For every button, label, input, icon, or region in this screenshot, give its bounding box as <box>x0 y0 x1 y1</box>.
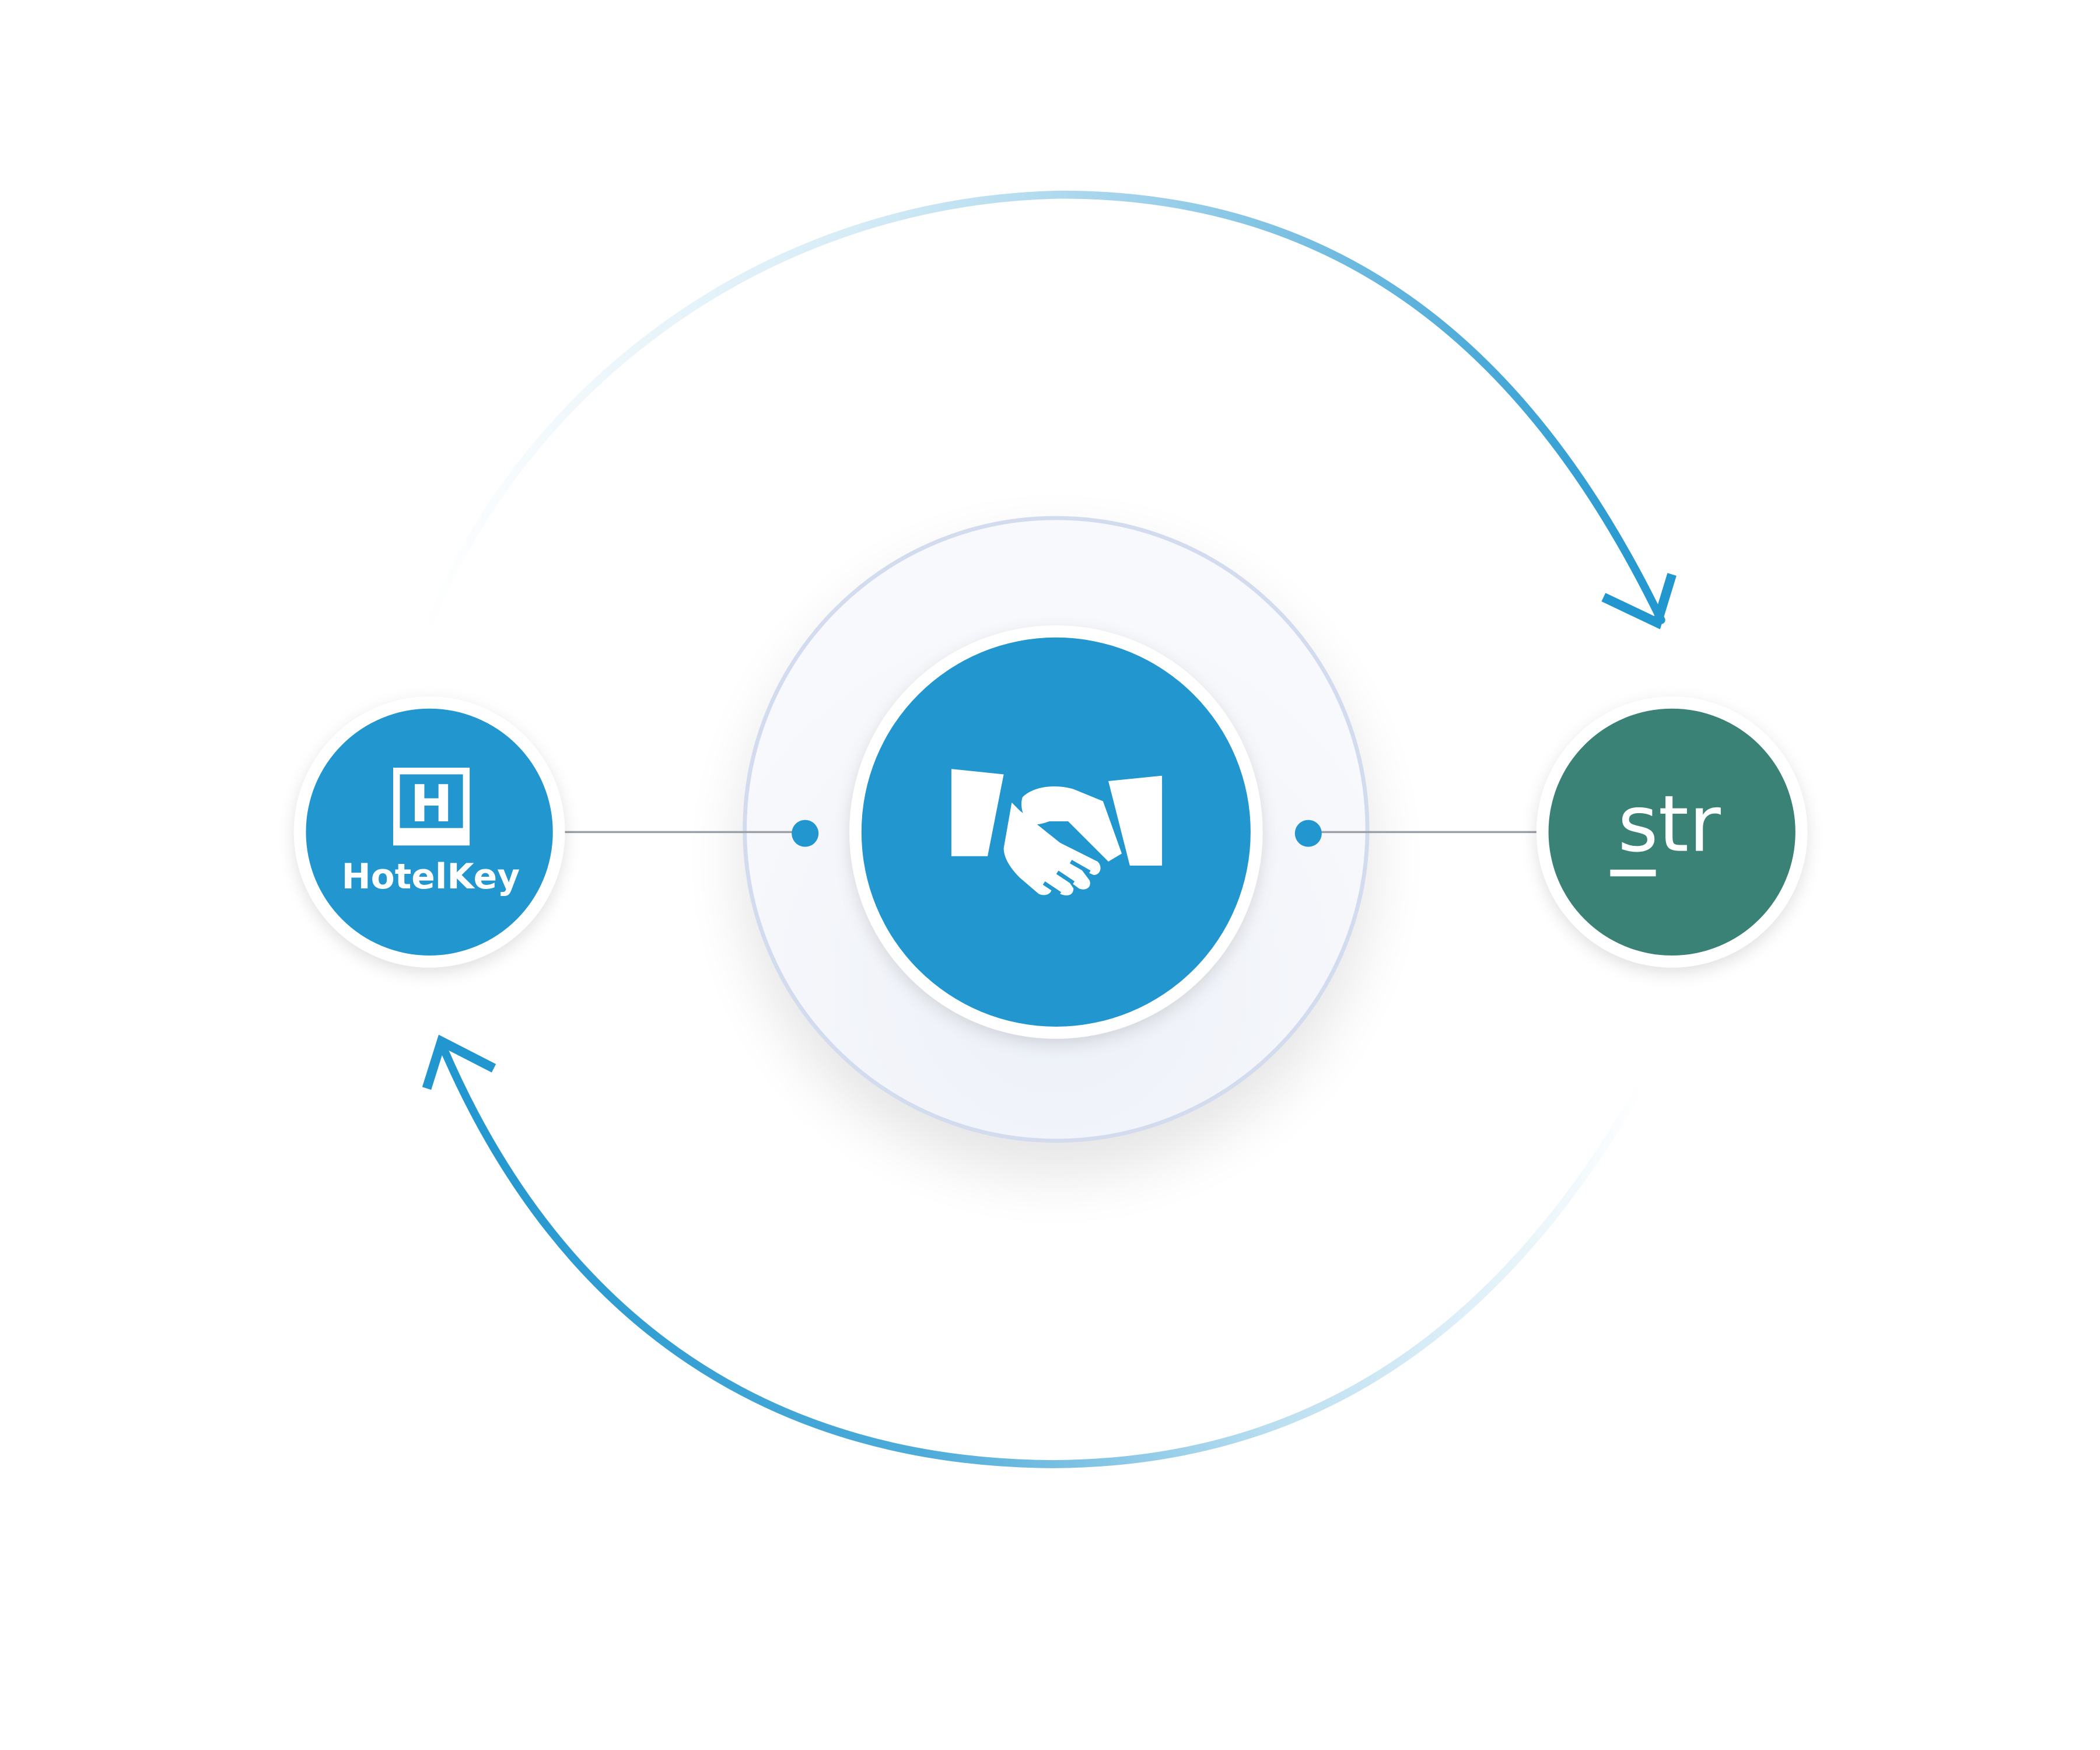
top-arrowhead <box>1601 573 1676 629</box>
hotelkey-logo-text: HotelKey <box>342 856 520 897</box>
handshake-icon <box>951 769 1163 896</box>
bottom-arc <box>439 1042 1648 1468</box>
hotelkey-logo-letter: H <box>410 774 453 834</box>
top-flow-arrow <box>418 190 1676 646</box>
hotelkey-node: H HotelKey <box>293 696 565 968</box>
top-arc <box>418 190 1665 646</box>
center-node <box>849 625 1263 1039</box>
str-logo-underline <box>1610 869 1656 877</box>
center-node-fill <box>861 637 1251 1027</box>
bottom-arrowhead <box>422 1034 496 1090</box>
str-node: str <box>1536 696 1808 968</box>
left-connector-dot <box>792 820 819 847</box>
str-node-fill <box>1548 708 1796 956</box>
str-logo-text: str <box>1618 779 1721 870</box>
hotelkey-logo-mark: H <box>393 767 470 846</box>
bottom-flow-arrow <box>422 1034 1648 1468</box>
right-connector-dot <box>1294 820 1322 847</box>
